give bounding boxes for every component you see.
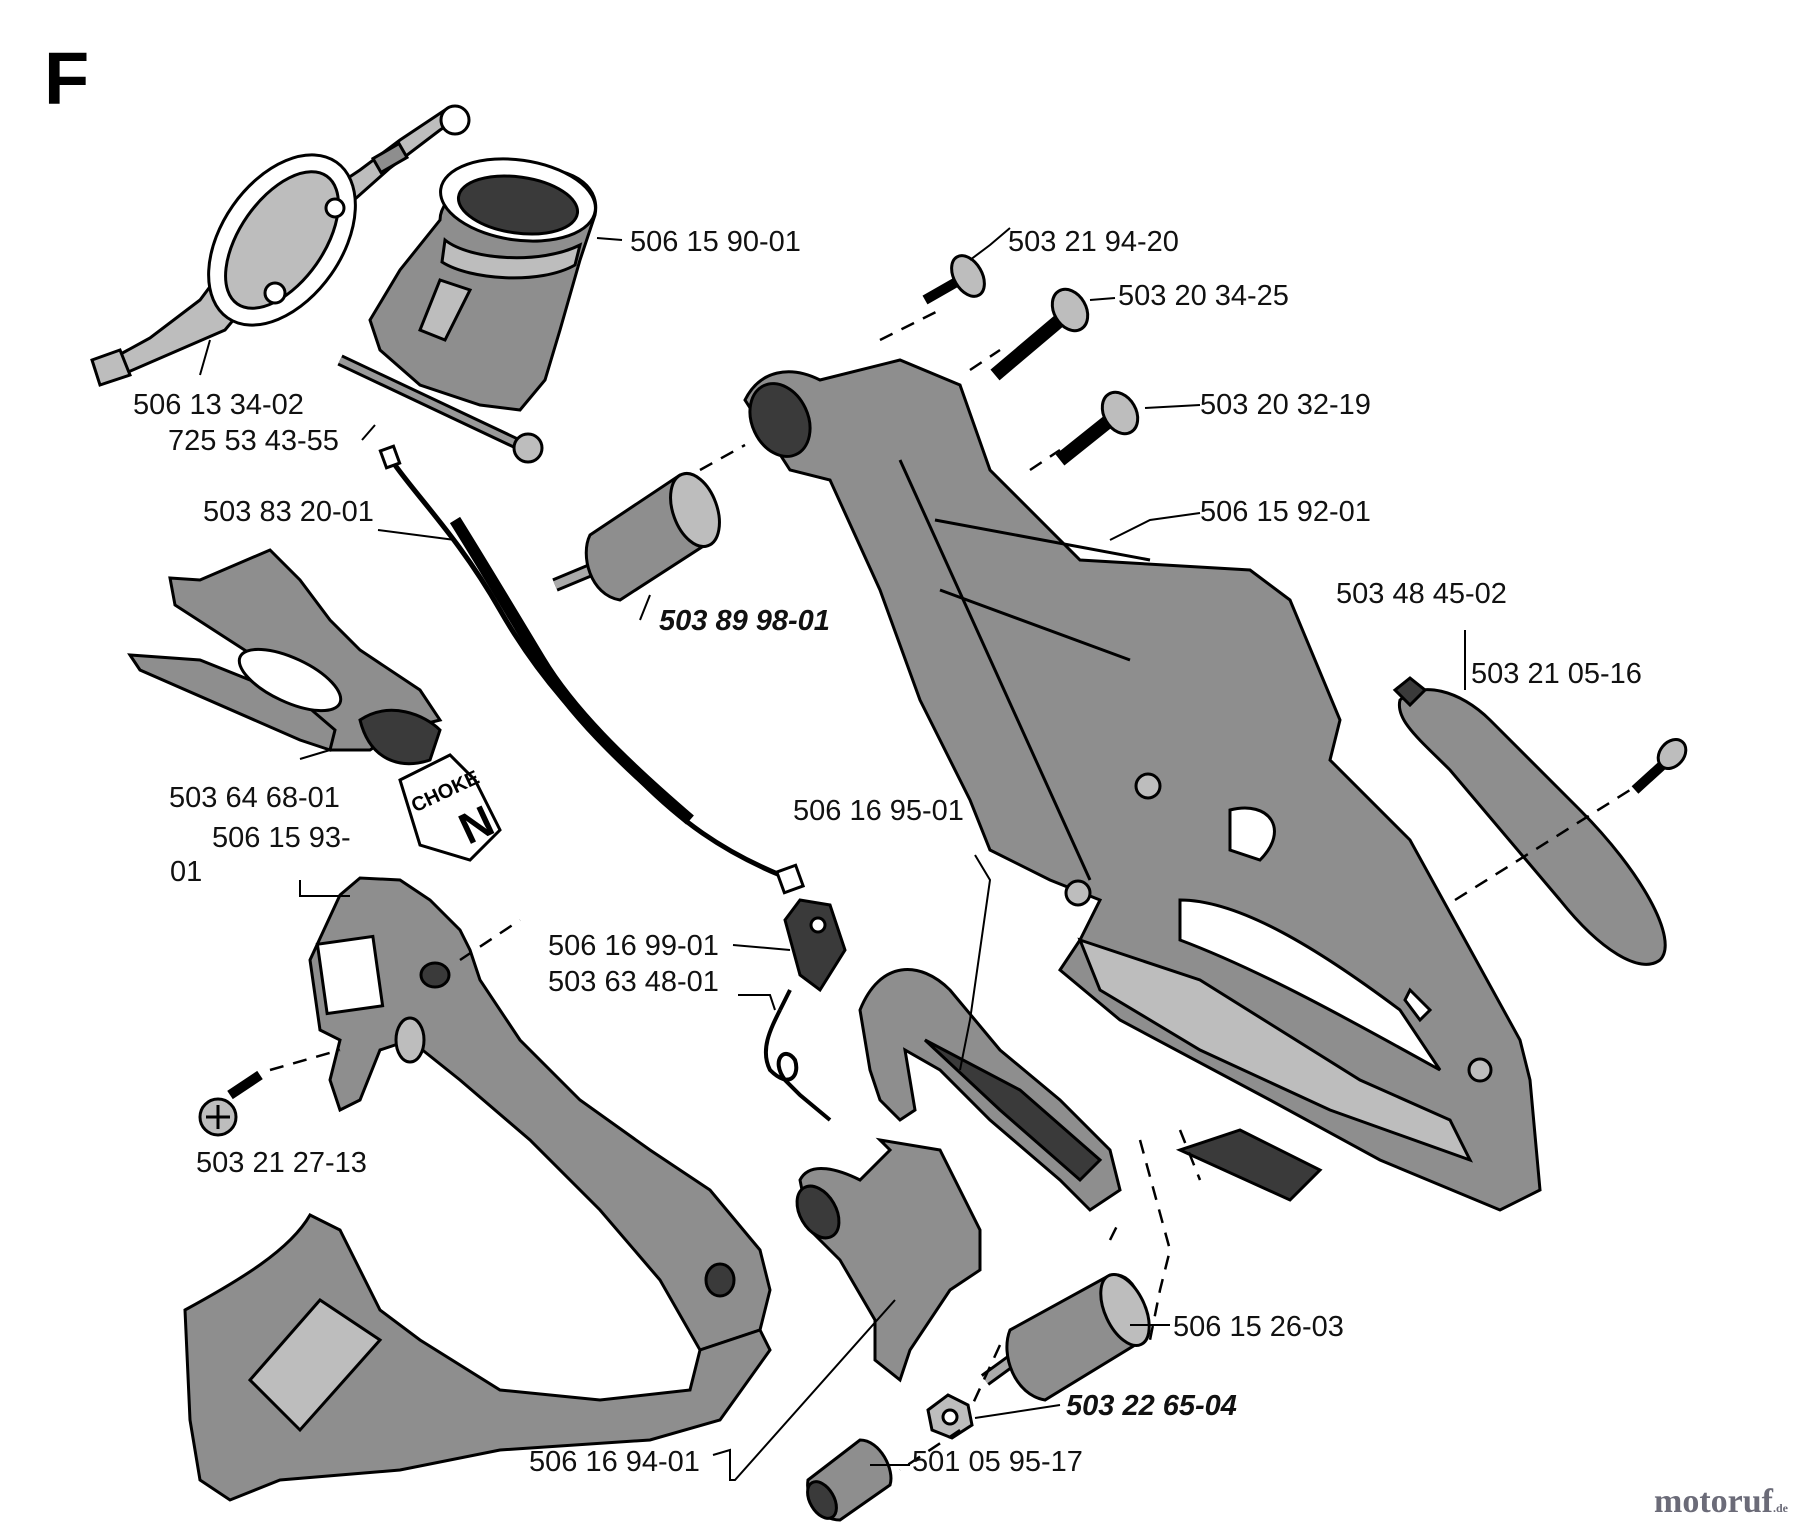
part-label: 506 16 94-01 bbox=[529, 1446, 700, 1478]
cable-nipple-drawing bbox=[783, 898, 847, 993]
brand-tld: .de bbox=[1773, 1501, 1788, 1515]
brand-logo[interactable]: motoruf.de bbox=[1654, 1485, 1788, 1519]
part-label: 506 13 34-02 bbox=[133, 389, 304, 421]
part-label: 503 64 68-01 bbox=[169, 782, 340, 814]
part-label: 503 20 34-25 bbox=[1118, 280, 1289, 312]
part-label: 506 16 95-01 bbox=[793, 795, 964, 827]
nut-drawing bbox=[926, 1393, 974, 1440]
part-label: 01 bbox=[170, 856, 203, 888]
screw-503-20-32-19-drawing bbox=[1055, 390, 1140, 466]
part-label: 503 20 32-19 bbox=[1200, 389, 1371, 421]
part-label: 503 21 94-20 bbox=[1008, 226, 1179, 258]
spacer-sleeve-drawing bbox=[806, 1438, 893, 1522]
part-label: 503 21 27-13 bbox=[196, 1147, 367, 1179]
part-label: 506 15 93- bbox=[212, 822, 351, 854]
screw-503-20-34-25-drawing bbox=[990, 287, 1090, 381]
assembly-dashed-lines bbox=[269, 308, 1631, 1472]
throttle-cable-drawing bbox=[378, 444, 806, 895]
part-label: 503 21 05-16 bbox=[1471, 658, 1642, 690]
choke-lever-drawing bbox=[127, 548, 502, 862]
rear-handle-drawing bbox=[743, 358, 1542, 1212]
anti-vibration-buffer-lower-drawing bbox=[980, 1273, 1151, 1402]
part-label: 503 83 20-01 bbox=[203, 496, 374, 528]
part-label: 506 15 92-01 bbox=[1200, 496, 1371, 528]
trigger-lockout-drawing bbox=[795, 1137, 982, 1383]
screw-503-21-27-13-drawing bbox=[198, 1070, 263, 1137]
trigger-spring-drawing bbox=[763, 989, 832, 1122]
part-label: 503 63 48-01 bbox=[548, 966, 719, 998]
part-label: 506 16 99-01 bbox=[548, 930, 719, 962]
part-label: 725 53 43-55 bbox=[168, 425, 339, 457]
part-label: 503 89 98-01 bbox=[659, 605, 830, 637]
brand-name: motoruf bbox=[1654, 1483, 1773, 1520]
part-label: 506 15 26-03 bbox=[1173, 1311, 1344, 1343]
sheet-letter: F bbox=[44, 37, 90, 120]
throttle-lever-drawing bbox=[90, 104, 471, 387]
screw-503-21-94-20-drawing bbox=[922, 254, 986, 305]
handle-half-lower-drawing bbox=[183, 1213, 772, 1502]
grip-cover-drawing bbox=[1392, 676, 1667, 966]
part-label: 503 48 45-02 bbox=[1336, 578, 1507, 610]
intake-elbow-drawing bbox=[368, 157, 598, 412]
long-bolt-drawing bbox=[337, 354, 544, 464]
anti-vibration-buffer-upper-drawing bbox=[552, 472, 721, 602]
handle-half-upper-drawing bbox=[308, 876, 772, 1352]
part-label: 503 22 65-04 bbox=[1066, 1390, 1237, 1422]
part-label: 506 15 90-01 bbox=[630, 226, 801, 258]
throttle-trigger-drawing bbox=[858, 968, 1122, 1212]
leader-lines bbox=[199, 227, 1466, 1481]
screw-503-21-05-16-drawing bbox=[1631, 738, 1688, 794]
part-label: 501 05 95-17 bbox=[912, 1446, 1083, 1478]
